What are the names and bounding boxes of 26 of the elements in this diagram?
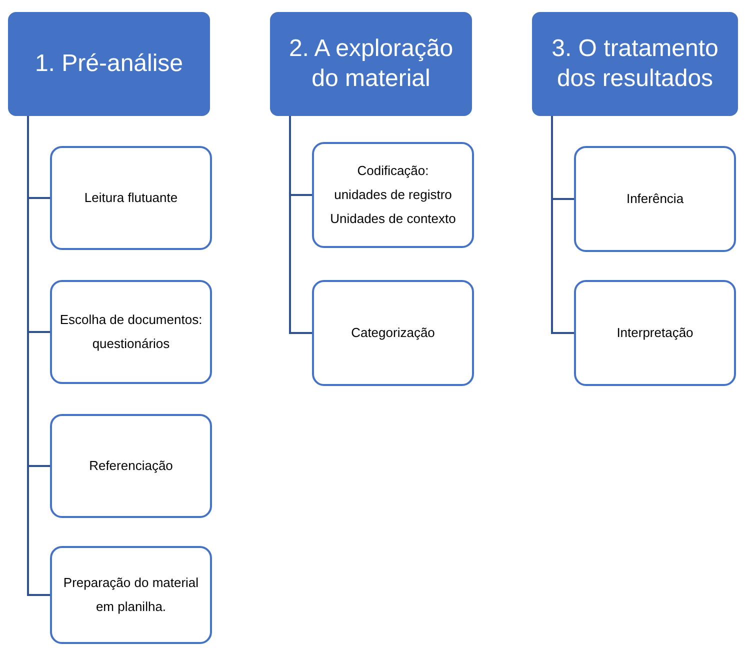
step-label: Preparação do material em planilha. [62, 574, 200, 616]
stage-header-box [270, 12, 472, 116]
step-label: Unidades de contexto [330, 210, 456, 228]
step-box [312, 142, 474, 248]
step-label: Escolha de documentos: questionários [58, 311, 204, 353]
step-box [312, 280, 474, 386]
step-box [574, 146, 736, 252]
step-box [50, 546, 212, 644]
step-label: Categorização [351, 324, 435, 342]
connector-line [289, 116, 312, 334]
step-label: Referenciação [89, 457, 173, 475]
step-box [574, 280, 736, 386]
step-box [50, 280, 212, 384]
step-label: Inferência [626, 190, 684, 208]
stage-header-box [8, 12, 210, 116]
step-label: unidades de registro [334, 186, 452, 204]
connector-line [551, 116, 574, 334]
stage-title: 2. A exploração do material [288, 34, 454, 94]
stage-title: 3. O tratamento dos resultados [550, 34, 720, 94]
step-label: Leitura flutuante [84, 189, 178, 207]
step-label: Interpretação [616, 324, 694, 342]
step-box [50, 146, 212, 250]
stage-title: 1. Pré-análise [34, 49, 184, 79]
stage-header-box [532, 12, 738, 116]
step-box [50, 414, 212, 518]
step-label: Codificação: [357, 162, 429, 180]
